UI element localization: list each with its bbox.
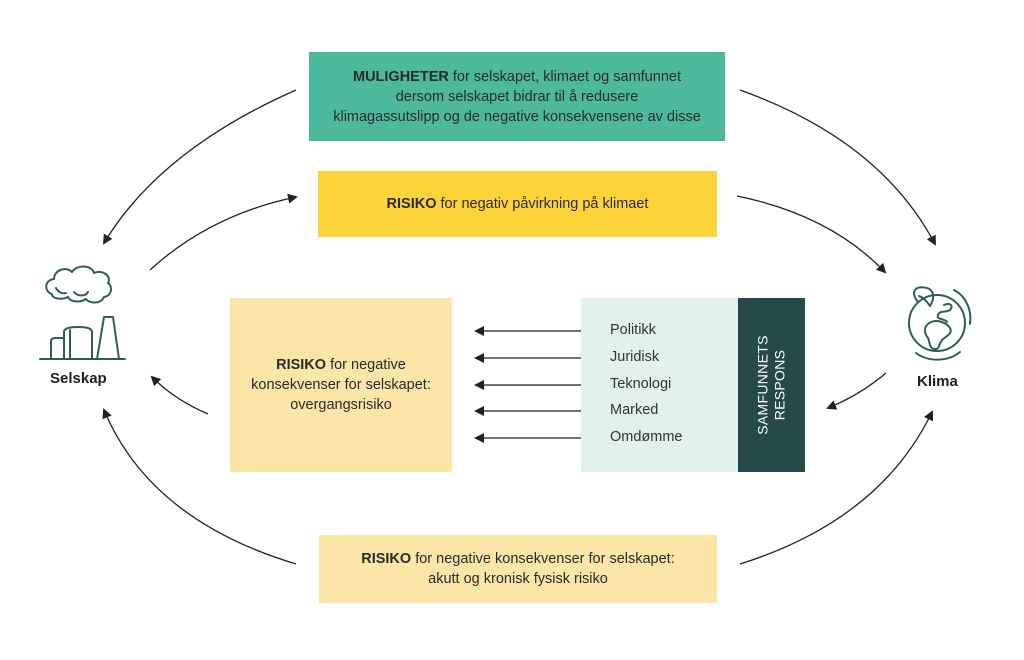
- opportunities-box: MULIGHETER for selskapet, klimaet og sam…: [309, 52, 725, 141]
- opportunities-line3: klimagassutslipp og de negative konsekve…: [333, 108, 701, 125]
- physical-risk-box: RISIKO for negative konsekvenser for sel…: [319, 535, 717, 603]
- society-response-panel: [581, 298, 738, 472]
- climate-risk-text: for negativ påvirkning på klimaet: [436, 196, 649, 212]
- arrow-opportunity-to-climate: [739, 89, 936, 246]
- company-label: Selskap: [50, 370, 107, 387]
- physical-risk-line2: akutt og kronisk fysisk risiko: [428, 571, 608, 587]
- arrow-physical-to-company: [102, 408, 297, 565]
- physical-risk-keyword: RISIKO: [361, 551, 412, 567]
- response-item-teknologi: Teknologi: [610, 376, 672, 392]
- arrow-physical-to-climate: [739, 410, 934, 565]
- arrow-climate-to-society: [826, 372, 887, 410]
- globe-leaf-icon: [908, 286, 972, 361]
- climate-risk-box: RISIKO for negativ påvirkning på klimaet: [318, 171, 717, 237]
- climate-label: Klima: [917, 373, 958, 390]
- climate-risk-keyword: RISIKO: [386, 196, 437, 212]
- transition-risk-line2: konsekvenser for selskapet:: [251, 377, 431, 393]
- response-item-juridisk: Juridisk: [610, 349, 660, 365]
- factory-icon: [39, 265, 126, 360]
- society-response-title-line2: RESPONS: [771, 349, 788, 421]
- response-item-marked: Marked: [610, 402, 659, 418]
- opportunities-line2: dersom selskapet bidrar til å redusere: [395, 88, 639, 105]
- transition-risk-line1: for negative: [326, 357, 406, 373]
- response-item-politikk: Politikk: [610, 322, 656, 338]
- society-response-title-panel: SAMFUNNETS RESPONS: [738, 298, 805, 472]
- arrow-transition-to-company: [150, 375, 209, 415]
- arrow-climate-risk-to-climate: [736, 195, 887, 274]
- response-item-omdomme: Omdømme: [610, 429, 683, 445]
- society-response-title-line1: SAMFUNNETS: [754, 335, 771, 435]
- arrow-company-to-climate-risk: [149, 193, 298, 271]
- physical-risk-line1: for negative konsekvenser for selskapet:: [411, 551, 675, 567]
- opportunities-line1: for selskapet, klimaet og samfunnet: [448, 68, 681, 85]
- opportunities-keyword: MULIGHETER: [353, 68, 449, 85]
- transition-risk-box: RISIKO for negative konsekvenser for sel…: [230, 298, 452, 472]
- arrow-opportunity-to-company: [102, 89, 297, 245]
- transition-risk-line3: overgangsrisiko: [290, 397, 392, 413]
- transition-risk-keyword: RISIKO: [276, 357, 327, 373]
